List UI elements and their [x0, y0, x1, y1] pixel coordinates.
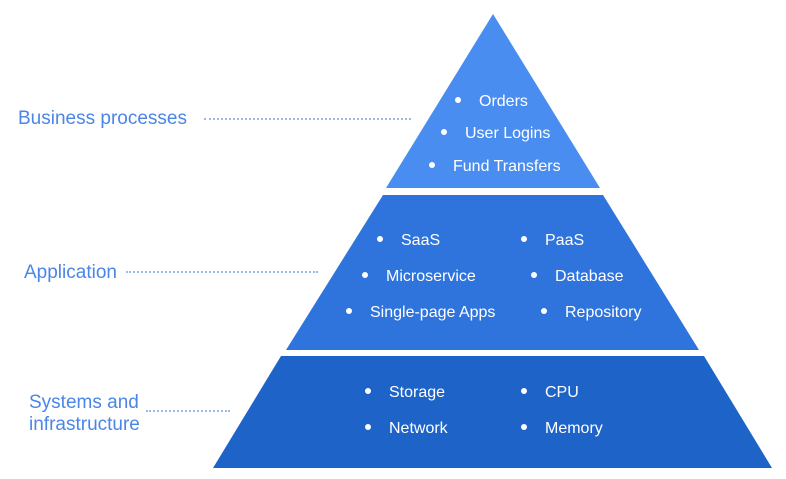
pyramid-tier-application — [286, 195, 699, 350]
bullet-icon — [377, 235, 383, 242]
list-item: Fund Transfers — [429, 157, 561, 177]
bullet-icon — [362, 271, 368, 278]
item-label: Network — [389, 420, 448, 437]
list-item: Microservice — [362, 267, 476, 287]
list-item: PaaS — [521, 231, 584, 251]
layer-label-application: Application — [24, 262, 117, 283]
layer-label-business: Business processes — [18, 108, 187, 129]
list-item: CPU — [521, 383, 579, 403]
bullet-icon — [441, 128, 447, 135]
bullet-icon — [541, 307, 547, 314]
bullet-icon — [531, 271, 537, 278]
leader-line-business — [204, 118, 411, 120]
bullet-icon — [521, 235, 527, 242]
list-item: Database — [531, 267, 624, 287]
item-label: Memory — [545, 420, 603, 437]
bullet-icon — [521, 423, 527, 430]
bullet-icon — [365, 387, 371, 394]
bullet-icon — [346, 307, 352, 314]
list-item: SaaS — [377, 231, 440, 251]
item-label: Microservice — [386, 268, 476, 285]
pyramid-tier-business — [386, 14, 600, 188]
item-label: Database — [555, 268, 624, 285]
item-label: Repository — [565, 304, 642, 321]
pyramid-tier-systems — [213, 356, 772, 468]
list-item: Repository — [541, 303, 641, 323]
bullet-icon — [365, 423, 371, 430]
item-label: Single-page Apps — [370, 304, 496, 321]
list-item: Orders — [455, 92, 528, 112]
leader-line-systems — [146, 410, 230, 412]
layer-label-systems-line2: infrastructure — [29, 414, 140, 435]
item-label: CPU — [545, 384, 579, 401]
item-label: SaaS — [401, 232, 441, 249]
layer-label-systems-line1: Systems and — [29, 392, 139, 413]
bullet-icon — [429, 161, 435, 168]
list-item: User Logins — [441, 124, 550, 144]
item-label: Orders — [479, 93, 528, 110]
bullet-icon — [455, 96, 461, 103]
list-item: Storage — [365, 383, 445, 403]
list-item: Network — [365, 419, 448, 439]
list-item: Single-page Apps — [346, 303, 495, 323]
item-label: Fund Transfers — [453, 158, 561, 175]
leader-line-application — [126, 271, 318, 273]
item-label: Storage — [389, 384, 446, 401]
list-item: Memory — [521, 419, 603, 439]
item-label: PaaS — [545, 232, 585, 249]
bullet-icon — [521, 387, 527, 394]
item-label: User Logins — [465, 125, 551, 142]
